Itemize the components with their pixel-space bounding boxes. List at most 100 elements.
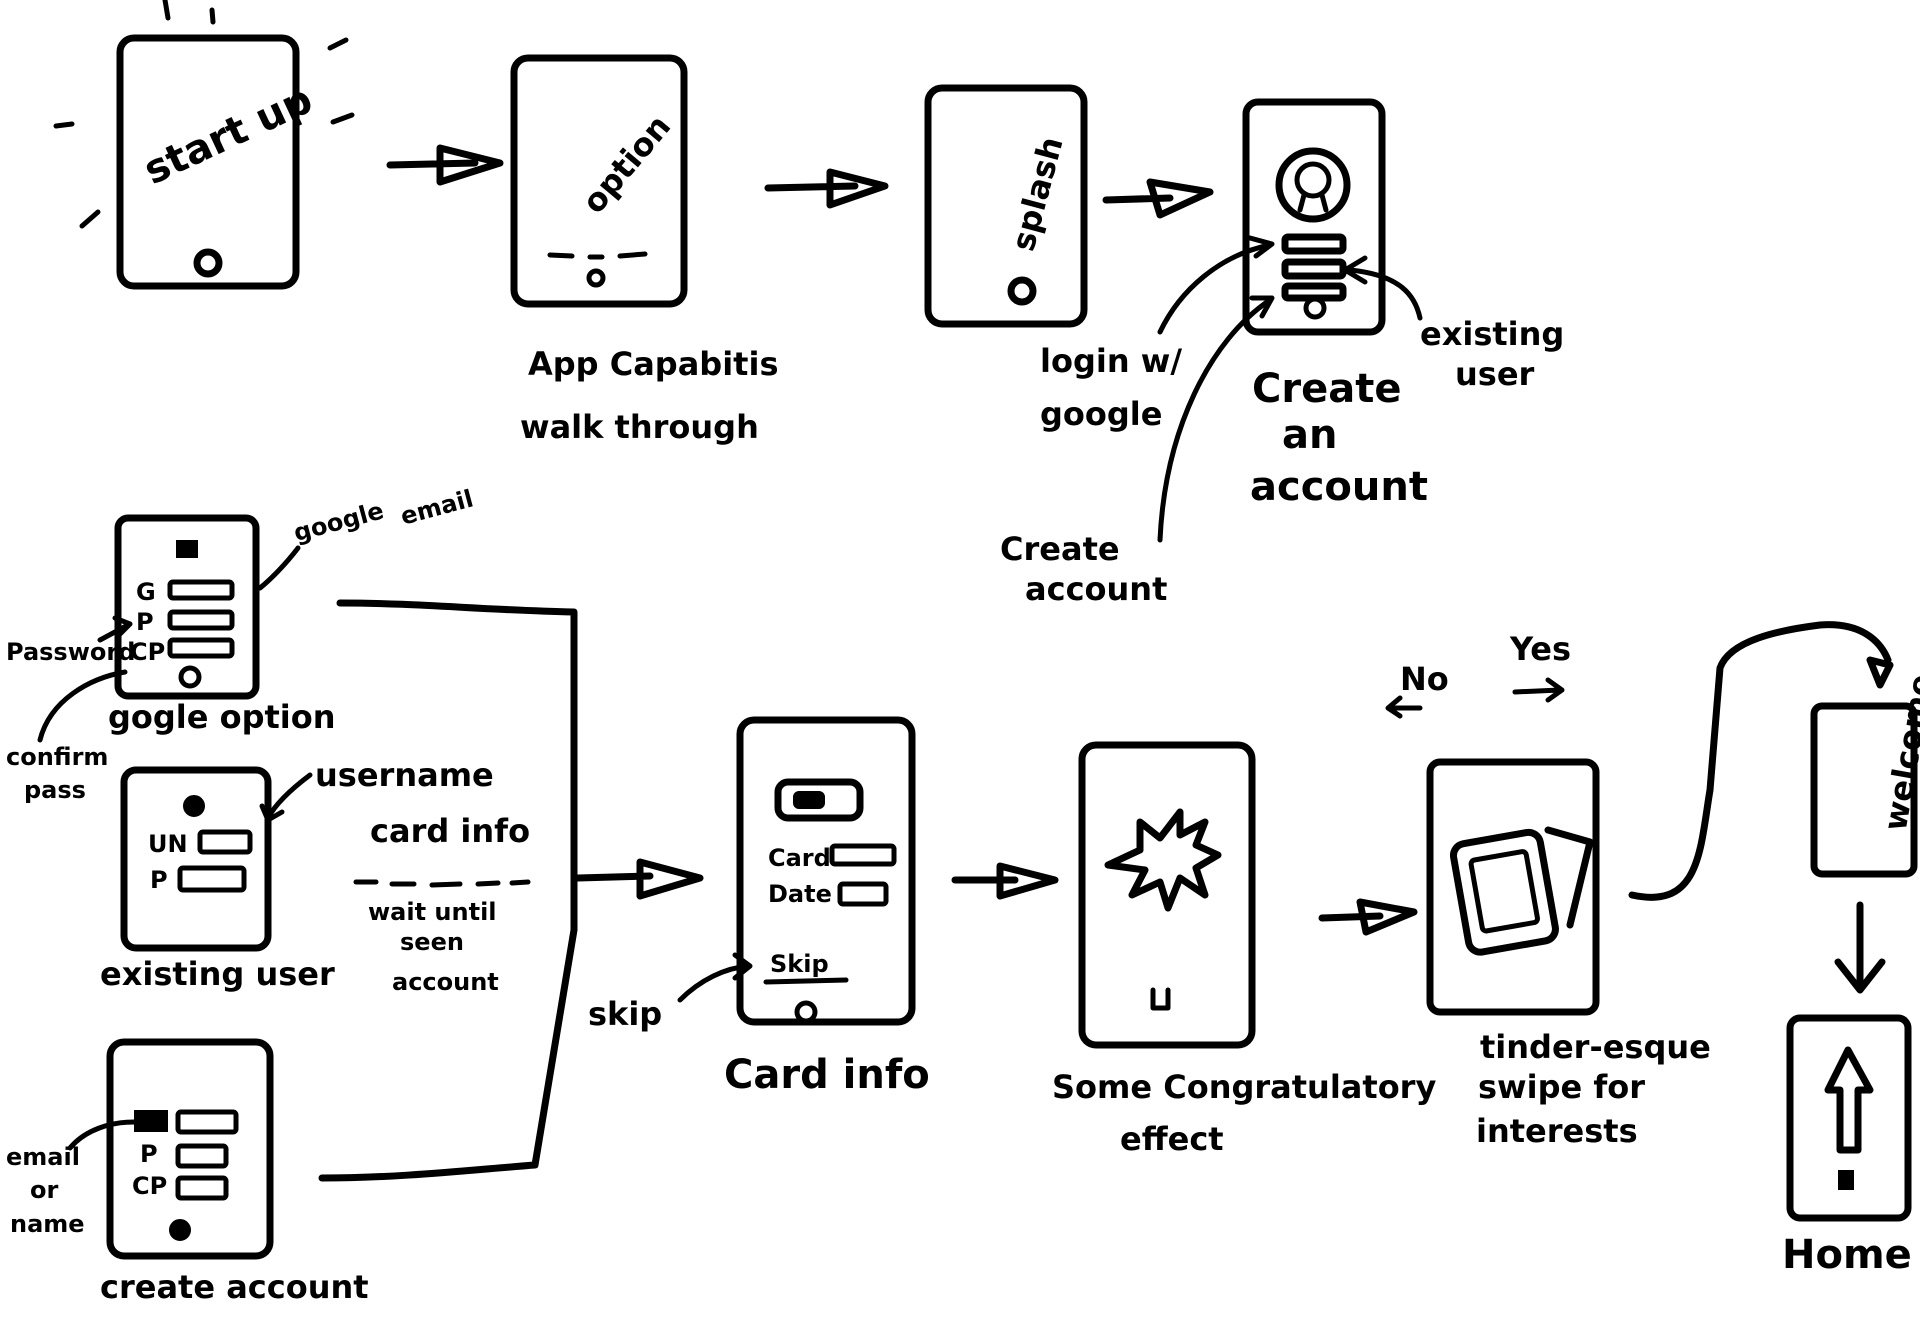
glow-rays bbox=[53, 0, 355, 229]
field-label: P bbox=[136, 608, 154, 636]
confirm-pass-label-1: confirm bbox=[6, 743, 108, 771]
create-account-form-screen: P CP create account bbox=[100, 1038, 369, 1306]
home-button-icon bbox=[193, 248, 223, 278]
home-button-icon bbox=[1007, 276, 1037, 306]
congrats-screen: Some Congratulatory effect bbox=[1052, 741, 1436, 1158]
email-name-label-2: or bbox=[30, 1176, 58, 1204]
button-placeholder bbox=[1281, 282, 1347, 302]
field-label: UN bbox=[148, 830, 188, 858]
field-label: CP bbox=[132, 1172, 167, 1200]
password-arrow bbox=[97, 615, 133, 643]
walkthrough-caption-2: walk through bbox=[520, 408, 759, 446]
walkthrough-caption-1: App Capabitis bbox=[528, 345, 778, 383]
create-account-label-1: Create bbox=[1000, 530, 1120, 568]
card-info-caption: Card info bbox=[724, 1052, 930, 1098]
username-field bbox=[197, 829, 253, 855]
password-field bbox=[175, 1143, 229, 1169]
skip-link: Skip bbox=[770, 950, 829, 978]
walkthrough-screen: option App Capabitis walk through bbox=[510, 54, 778, 446]
wait-note-1: wait until bbox=[368, 898, 497, 926]
burst-effect-icon bbox=[1104, 808, 1222, 912]
field-label: CP bbox=[130, 638, 165, 666]
splash-label: splash bbox=[1004, 133, 1071, 255]
login-google-arrow bbox=[1157, 235, 1275, 335]
home-button-icon bbox=[794, 1000, 818, 1024]
field-label: Card bbox=[768, 844, 831, 872]
congrats-caption-1: Some Congratulatory bbox=[1052, 1068, 1436, 1106]
field-label: P bbox=[150, 866, 168, 894]
existing-user-arrow bbox=[1342, 255, 1423, 321]
home-button-icon bbox=[586, 268, 606, 288]
arrow-up-icon bbox=[1824, 1046, 1874, 1154]
google-email-label-1: google bbox=[291, 496, 387, 547]
arrow bbox=[764, 168, 889, 209]
home-caption: Home bbox=[1782, 1232, 1912, 1278]
home-button-icon bbox=[1303, 296, 1327, 320]
arrow bbox=[1102, 178, 1214, 219]
home-button-icon bbox=[1150, 987, 1171, 1011]
skip-arrow bbox=[677, 952, 753, 1003]
login-google-label-1: login w/ bbox=[1040, 342, 1182, 380]
card-number-field bbox=[829, 843, 897, 867]
card-image bbox=[774, 778, 864, 822]
confirm-pass-arrow bbox=[37, 669, 128, 743]
welcome-screen: welcome bbox=[1810, 671, 1920, 878]
existing-user-label-1: existing bbox=[1420, 315, 1564, 353]
home-button-icon bbox=[178, 665, 202, 689]
arrow-down bbox=[1834, 901, 1886, 994]
create-account-caption-1: Create bbox=[1252, 366, 1401, 412]
password-label: Password bbox=[6, 638, 135, 666]
create-account-arrow bbox=[1157, 295, 1275, 543]
card-info-note: card info bbox=[370, 812, 530, 850]
arrow bbox=[951, 862, 1059, 900]
avatar-icon bbox=[134, 1110, 168, 1132]
arrow bbox=[1318, 898, 1418, 936]
field-label: P bbox=[140, 1140, 158, 1168]
skip-label: skip bbox=[588, 995, 662, 1033]
arrow bbox=[574, 858, 704, 900]
home-screen: Home bbox=[1782, 1014, 1912, 1278]
startup-label: start up bbox=[137, 76, 319, 194]
confirm-password-field bbox=[175, 1175, 229, 1201]
walkthrough-screen-label: option bbox=[575, 107, 679, 220]
forms-bracket bbox=[318, 599, 578, 1182]
swipe-left-arrow bbox=[1385, 695, 1423, 719]
swipe-caption-1: tinder-esque bbox=[1480, 1028, 1711, 1066]
login-google-label-2: google bbox=[1040, 395, 1162, 433]
email-field bbox=[175, 1109, 239, 1135]
field-label: Date bbox=[768, 880, 832, 908]
home-button-icon bbox=[169, 1219, 191, 1241]
avatar-icon bbox=[176, 540, 198, 558]
confirm-password-field bbox=[167, 637, 235, 659]
email-name-label-3: name bbox=[10, 1210, 85, 1238]
avatar-icon bbox=[183, 795, 205, 817]
welcome-label: welcome bbox=[1876, 671, 1920, 833]
password-field bbox=[167, 609, 235, 631]
create-account-screen: Create an account bbox=[1242, 98, 1428, 510]
swipe-caption-3: interests bbox=[1476, 1112, 1638, 1150]
create-account-caption-3: account bbox=[1250, 464, 1428, 510]
username-label: username bbox=[315, 756, 494, 794]
card-info-screen: Card Date Skip Card info bbox=[724, 716, 930, 1098]
swipe-no-label: No bbox=[1400, 660, 1449, 698]
email-name-arrow bbox=[67, 1119, 137, 1151]
google-option-screen: G P CP gogle option bbox=[108, 514, 336, 736]
connector-to-welcome bbox=[1628, 621, 1894, 901]
wait-note-2: seen bbox=[400, 928, 464, 956]
interest-card-behind bbox=[1544, 826, 1594, 929]
field-label: G bbox=[136, 578, 156, 606]
existing-user-label-2: user bbox=[1455, 355, 1535, 393]
button-placeholder bbox=[1281, 258, 1347, 280]
avatar-icon bbox=[1275, 147, 1351, 223]
swipe-right-arrow bbox=[1512, 677, 1565, 703]
splash-screen: splash bbox=[924, 84, 1088, 328]
existing-user-caption: existing user bbox=[100, 955, 335, 993]
wait-note-3: account bbox=[392, 968, 499, 996]
swipe-caption-2: swipe for bbox=[1478, 1068, 1645, 1106]
google-email-label-2: email bbox=[398, 484, 477, 530]
date-field bbox=[837, 881, 889, 907]
interest-card bbox=[1449, 828, 1559, 956]
arrow bbox=[386, 144, 504, 186]
email-field bbox=[167, 579, 235, 601]
